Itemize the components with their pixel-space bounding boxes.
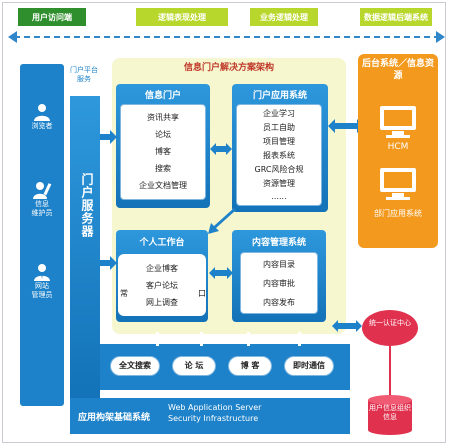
arrow-right-icon [436,31,445,43]
content-mgmt-title: 内容管理系统 [251,238,306,248]
stage-data: 数据逻辑后端系统 [360,8,432,26]
info-portal-list: 资讯共享 论坛 博客 搜索 企业文档管理 [120,104,206,200]
info-portal-title: 信息门户 [144,91,181,101]
foundation-en-1: Web Application Server [168,403,262,412]
service-blog[interactable]: 博 客 [228,356,272,376]
user-admin[interactable]: 网站 管理员 [26,262,58,300]
double-arrow-icon [210,143,232,155]
workbench-list: 企业博客 客户论坛 网上调查 [118,254,206,316]
workbench-item[interactable]: 企业博客 [146,264,178,273]
portal-platform-label: 门户平台服务 [70,66,98,83]
database-icon [368,395,412,435]
arrow-left-icon [8,31,17,43]
double-arrow-icon [332,320,362,332]
user-editor-label: 信息 维护员 [31,200,53,217]
stage-business: 业务逻辑处理 [250,8,318,26]
portal-app-item: ...... [271,192,287,201]
foundation-label: 应用构架基础系统 [78,413,151,423]
diagonal-arrow-icon [208,208,236,234]
double-arrow-icon [328,119,364,133]
service-forum[interactable]: 论 坛 [172,356,216,376]
portal-app-item[interactable]: 报表系统 [263,151,295,160]
info-portal-item[interactable]: 博客 [155,147,171,156]
portal-app-item[interactable]: GRC风险合规 [254,165,304,174]
portal-app-item[interactable]: 项目管理 [263,137,295,146]
foundation-en-2: Security Infrastructure [168,414,259,423]
workbench-left-char: 常 [120,289,128,298]
content-mgmt-list: 内容目录 内容审批 内容发布 [240,252,318,314]
backend-title: 后台系统／信息资源 [362,59,435,81]
foundation-bar [70,398,350,434]
hcm-label[interactable]: HCM [387,142,409,152]
workbench-right-char: 口 [198,289,206,298]
user-browser-label: 浏览者 [31,122,53,130]
backend-panel [358,54,438,248]
info-portal-item[interactable]: 企业文档管理 [139,181,187,190]
service-search[interactable]: 全文搜索 [110,356,160,376]
stage-presentation: 逻辑表现处理 [136,8,228,26]
double-arrow-icon [209,267,233,279]
info-portal-item[interactable]: 论坛 [155,130,171,139]
computer-icon [380,168,416,200]
workbench-item[interactable]: 客户论坛 [146,281,178,290]
user-browser[interactable]: 浏览者 [26,102,58,131]
dept-app-label[interactable]: 部门应用系统 [374,209,422,218]
org-db-label: 用户信息组织信息 [369,404,411,421]
workbench-title: 个人工作台 [139,238,185,248]
service-im[interactable]: 即时通信 [284,356,334,376]
auth-connector [389,346,391,396]
portal-app-item[interactable]: 资源管理 [263,179,295,188]
service-connectors [156,332,301,346]
computer-icon [380,106,416,138]
content-mgmt-item[interactable]: 内容发布 [263,298,295,307]
portal-app-item[interactable]: 企业学习 [263,109,295,118]
user-admin-label: 网站 管理员 [31,282,53,299]
content-mgmt-item[interactable]: 内容目录 [263,260,295,269]
person-icon [34,104,50,121]
pen-icon [33,182,52,199]
user-editor[interactable]: 信息 维护员 [26,180,58,218]
flow-dashed-line [14,36,440,38]
admin-icon [34,264,50,281]
info-portal-item[interactable]: 资讯共享 [147,113,179,122]
workbench-item[interactable]: 网上调查 [146,298,178,307]
portal-server-label: 门户服务器 [80,172,94,238]
solution-title: 信息门户解决方案架构 [183,63,274,73]
portal-apps-list: 企业学习 员工自助 项目管理 报表系统 GRC风险合规 资源管理 ...... [236,104,322,206]
server-arrows [100,130,117,270]
stage-user-access: 用户访问端 [18,8,86,26]
portal-apps-title: 门户应用系统 [252,91,307,101]
portal-app-item[interactable]: 员工自助 [263,123,295,132]
content-mgmt-item[interactable]: 内容审批 [263,279,295,288]
info-portal-item[interactable]: 搜索 [155,164,171,173]
portal-server-column [70,96,100,402]
unified-auth-center[interactable]: 统一认证中心 [362,310,418,346]
